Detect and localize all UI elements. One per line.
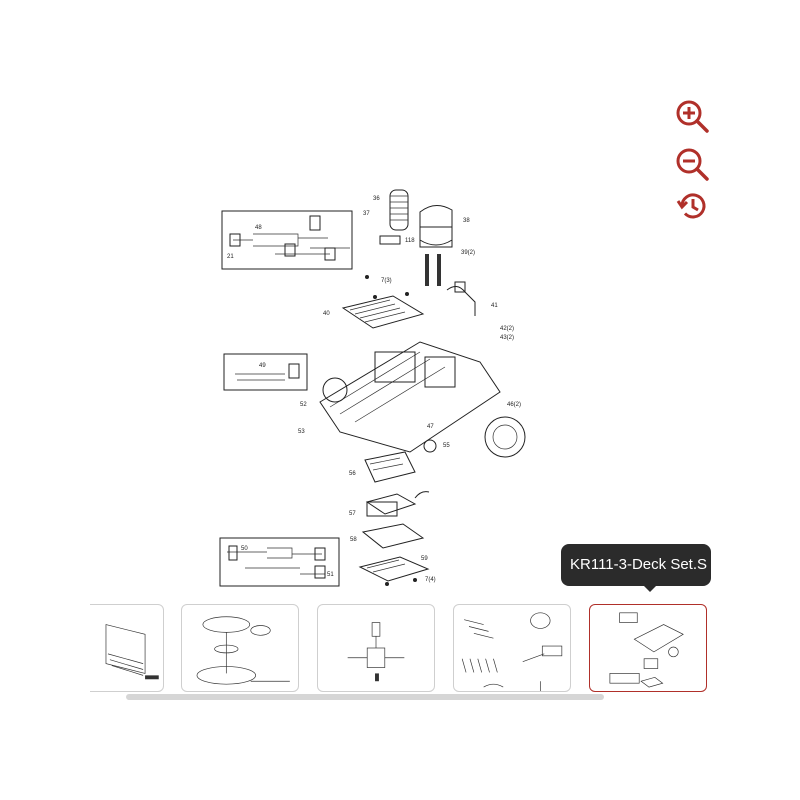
callout-40: 40 [323, 311, 330, 317]
callout-41: 41 [491, 303, 498, 309]
zoom-in-icon [676, 100, 709, 133]
callout-49: 49 [259, 363, 266, 369]
thumbnail-2[interactable] [181, 604, 299, 692]
callout-42: 42(2) [500, 326, 514, 332]
tooltip-arrow [643, 585, 657, 592]
thumbnail-3[interactable] [317, 604, 435, 692]
callout-53: 53 [298, 429, 305, 435]
callout-43: 43(2) [500, 335, 514, 341]
callout-52: 52 [300, 402, 307, 408]
callout-48: 48 [255, 225, 262, 231]
thumbnail-tooltip: KR111-3-Deck Set.S [561, 544, 711, 586]
callout-21: 21 [227, 254, 234, 260]
callout-37: 37 [363, 211, 370, 217]
callout-38: 38 [463, 218, 470, 224]
zoom-out-button[interactable] [672, 144, 712, 184]
callout-59: 59 [421, 556, 428, 562]
zoom-in-button[interactable] [672, 96, 712, 136]
callout-58: 58 [350, 537, 357, 543]
callout-56: 56 [349, 471, 356, 477]
callout-50: 50 [241, 546, 248, 552]
reset-history-icon [676, 193, 706, 219]
callout-55: 55 [443, 443, 450, 449]
thumbnail-4[interactable] [453, 604, 571, 692]
callout-51: 51 [327, 572, 334, 578]
thumbnail-strip [90, 603, 710, 695]
parts-diagram-image: 48 21 36 37 38 39(2) 118 7(3) 40 [215, 182, 535, 590]
callout-47: 47 [427, 424, 434, 430]
zoom-out-icon [676, 148, 709, 181]
thumbnail-scrollbar-thumb[interactable] [126, 694, 604, 700]
callout-7-4: 7(4) [425, 577, 436, 583]
callout-46: 46(2) [507, 402, 521, 408]
thumbnail-5[interactable] [589, 604, 707, 692]
callout-39: 39(2) [461, 250, 475, 256]
callout-36: 36 [373, 196, 380, 202]
callout-7-3: 7(3) [381, 278, 392, 284]
reset-view-button[interactable] [672, 186, 712, 226]
thumbnail-1[interactable] [90, 604, 164, 692]
callout-118: 118 [405, 238, 415, 244]
callout-57: 57 [349, 511, 356, 517]
